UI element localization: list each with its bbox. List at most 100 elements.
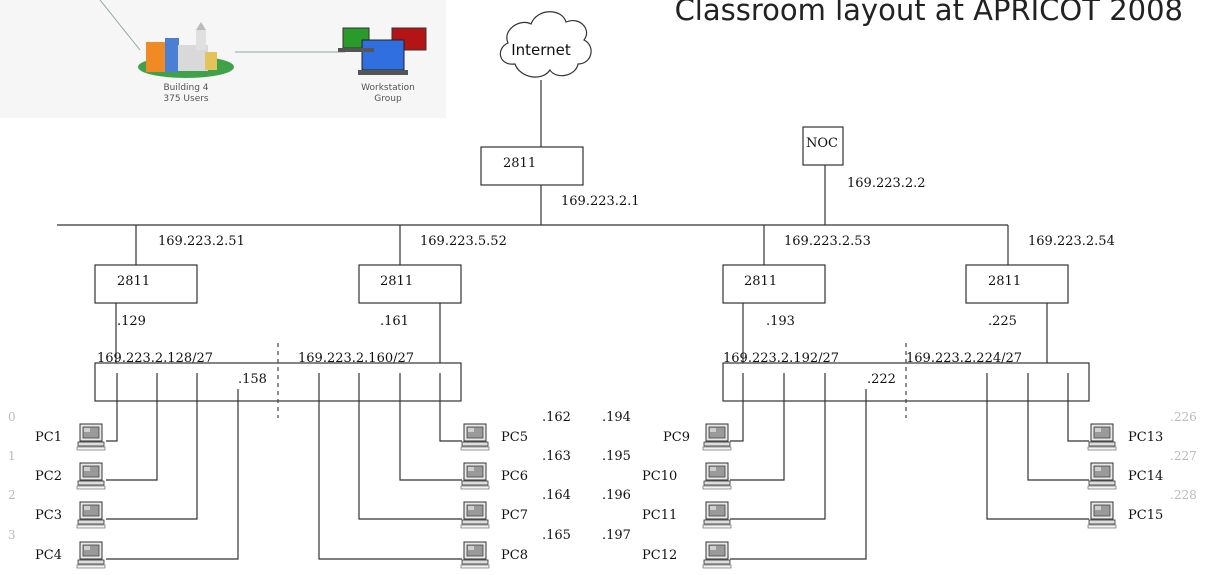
wiring-left-b (318, 373, 462, 560)
pc-icon (76, 501, 106, 529)
router-2: 169.223.5.52 2811 .161 (358, 225, 507, 363)
switch-left-ip: .158 (238, 372, 267, 387)
pc-6: PC6 (460, 462, 528, 490)
router-3-ip: 169.223.2.53 (784, 234, 871, 249)
pc-icon (460, 541, 490, 569)
cut-ip-right-1: .226 (1170, 410, 1197, 424)
router-4-ip: 169.223.2.54 (1028, 234, 1115, 249)
router-1-ip: 169.223.2.51 (158, 234, 245, 249)
pc-icon (1087, 423, 1117, 451)
router-3-lan-ip: .193 (766, 314, 795, 329)
cut-ip-left-3: 2 (8, 488, 16, 502)
cut-ip-left-4: 3 (8, 528, 16, 542)
router-4: 169.223.2.54 2811 .225 (965, 225, 1115, 363)
pc-9-ip: .194 (602, 410, 631, 425)
pc-11-label: PC11 (642, 508, 677, 523)
pc-icon (460, 423, 490, 451)
router-1-lan-ip: .129 (117, 314, 146, 329)
pc-13: PC13 (1087, 423, 1163, 451)
pc-2-label: PC2 (35, 469, 62, 484)
pc-9: PC9 (663, 423, 732, 451)
pc-1-label: PC1 (35, 430, 62, 445)
pc-13-label: PC13 (1128, 430, 1163, 445)
pc-4-label: PC4 (35, 548, 62, 563)
pc-10-ip: .195 (602, 449, 631, 464)
pc-6-label: PC6 (501, 469, 528, 484)
pc-10: PC10 (642, 462, 732, 490)
pc-8-ip: .165 (542, 528, 571, 543)
pc-icon (76, 462, 106, 490)
building-users: 375 Users (163, 94, 209, 104)
router-1: 169.223.2.51 2811 .129 (94, 225, 245, 363)
pc-15: PC15 (1087, 501, 1163, 529)
core-router: 2811 (480, 146, 584, 186)
wiring-right-a (730, 373, 867, 560)
noc-label: NOC (806, 136, 838, 151)
pc-1: PC1 (35, 423, 106, 451)
pc-12-label: PC12 (642, 548, 677, 563)
pc-icon (702, 541, 732, 569)
workstation-label: Workstation (361, 83, 415, 93)
pc-3-label: PC3 (35, 508, 62, 523)
cut-ips-right: .226 .227 .228 (1170, 410, 1197, 502)
pc-icon (1087, 462, 1117, 490)
cut-ip-right-3: .228 (1170, 488, 1197, 502)
pc-12-ip: .197 (602, 528, 631, 543)
core-router-ip: 169.223.2.1 (561, 194, 640, 209)
pc-15-label: PC15 (1128, 508, 1163, 523)
cut-ips-left: 0 1 2 3 (8, 410, 16, 542)
ip-column-a: .162 .163 .164 .165 (542, 410, 571, 543)
pc-9-label: PC9 (663, 430, 690, 445)
pc-11-ip: .196 (602, 488, 631, 503)
pc-7-label: PC7 (501, 508, 528, 523)
pc-icon (702, 501, 732, 529)
router-1-label: 2811 (117, 274, 150, 289)
pc-8: PC8 (460, 541, 528, 569)
building-label: Building 4 (163, 83, 208, 93)
pc-7: PC7 (460, 501, 528, 529)
pc-2: PC2 (35, 462, 106, 490)
noc-box: NOC (802, 126, 844, 166)
pc-6-ip: .163 (542, 449, 571, 464)
pc-5-ip: .162 (542, 410, 571, 425)
pc-icon (460, 462, 490, 490)
router-2-ip: 169.223.5.52 (420, 234, 507, 249)
pc-icon (702, 462, 732, 490)
router-4-label: 2811 (988, 274, 1021, 289)
pc-14-label: PC14 (1128, 469, 1163, 484)
subnet-4-label: 169.223.2.224/27 (906, 351, 1022, 366)
pc-8-label: PC8 (501, 548, 528, 563)
pc-icon (1087, 501, 1117, 529)
pc-3: PC3 (35, 501, 106, 529)
subnet-2-label: 169.223.2.160/27 (298, 351, 414, 366)
cut-ip-right-2: .227 (1170, 449, 1197, 463)
pc-14: PC14 (1087, 462, 1163, 490)
router-4-lan-ip: .225 (988, 314, 1017, 329)
pc-icon (702, 423, 732, 451)
pc-12: PC12 (642, 541, 732, 569)
page-title: Classroom layout at APRICOT 2008 (675, 0, 1183, 27)
subnet-3-label: 169.223.2.192/27 (723, 351, 839, 366)
router-2-label: 2811 (380, 274, 413, 289)
pc-5-label: PC5 (501, 430, 528, 445)
pc-10-label: PC10 (642, 469, 677, 484)
subnet-1-label: 169.223.2.128/27 (97, 351, 213, 366)
pc-5: PC5 (460, 423, 528, 451)
pc-4: PC4 (35, 541, 106, 569)
internet-label: Internet (511, 41, 571, 59)
workstation-icon (338, 27, 427, 75)
pc-7-ip: .164 (542, 488, 571, 503)
wiring-left-a (106, 373, 239, 560)
cut-ip-left-1: 0 (8, 410, 16, 424)
workstation-group: Group (374, 94, 402, 104)
cut-ip-left-2: 1 (8, 449, 16, 463)
noc-ip: 169.223.2.2 (847, 176, 926, 191)
switch-right-ip: .222 (867, 372, 896, 387)
internet-cloud: Internet (499, 11, 592, 78)
pc-icon (460, 501, 490, 529)
wiring-right-b (986, 373, 1089, 520)
pc-11: PC11 (642, 501, 732, 529)
building-icon (138, 22, 234, 78)
pc-icon (76, 541, 106, 569)
